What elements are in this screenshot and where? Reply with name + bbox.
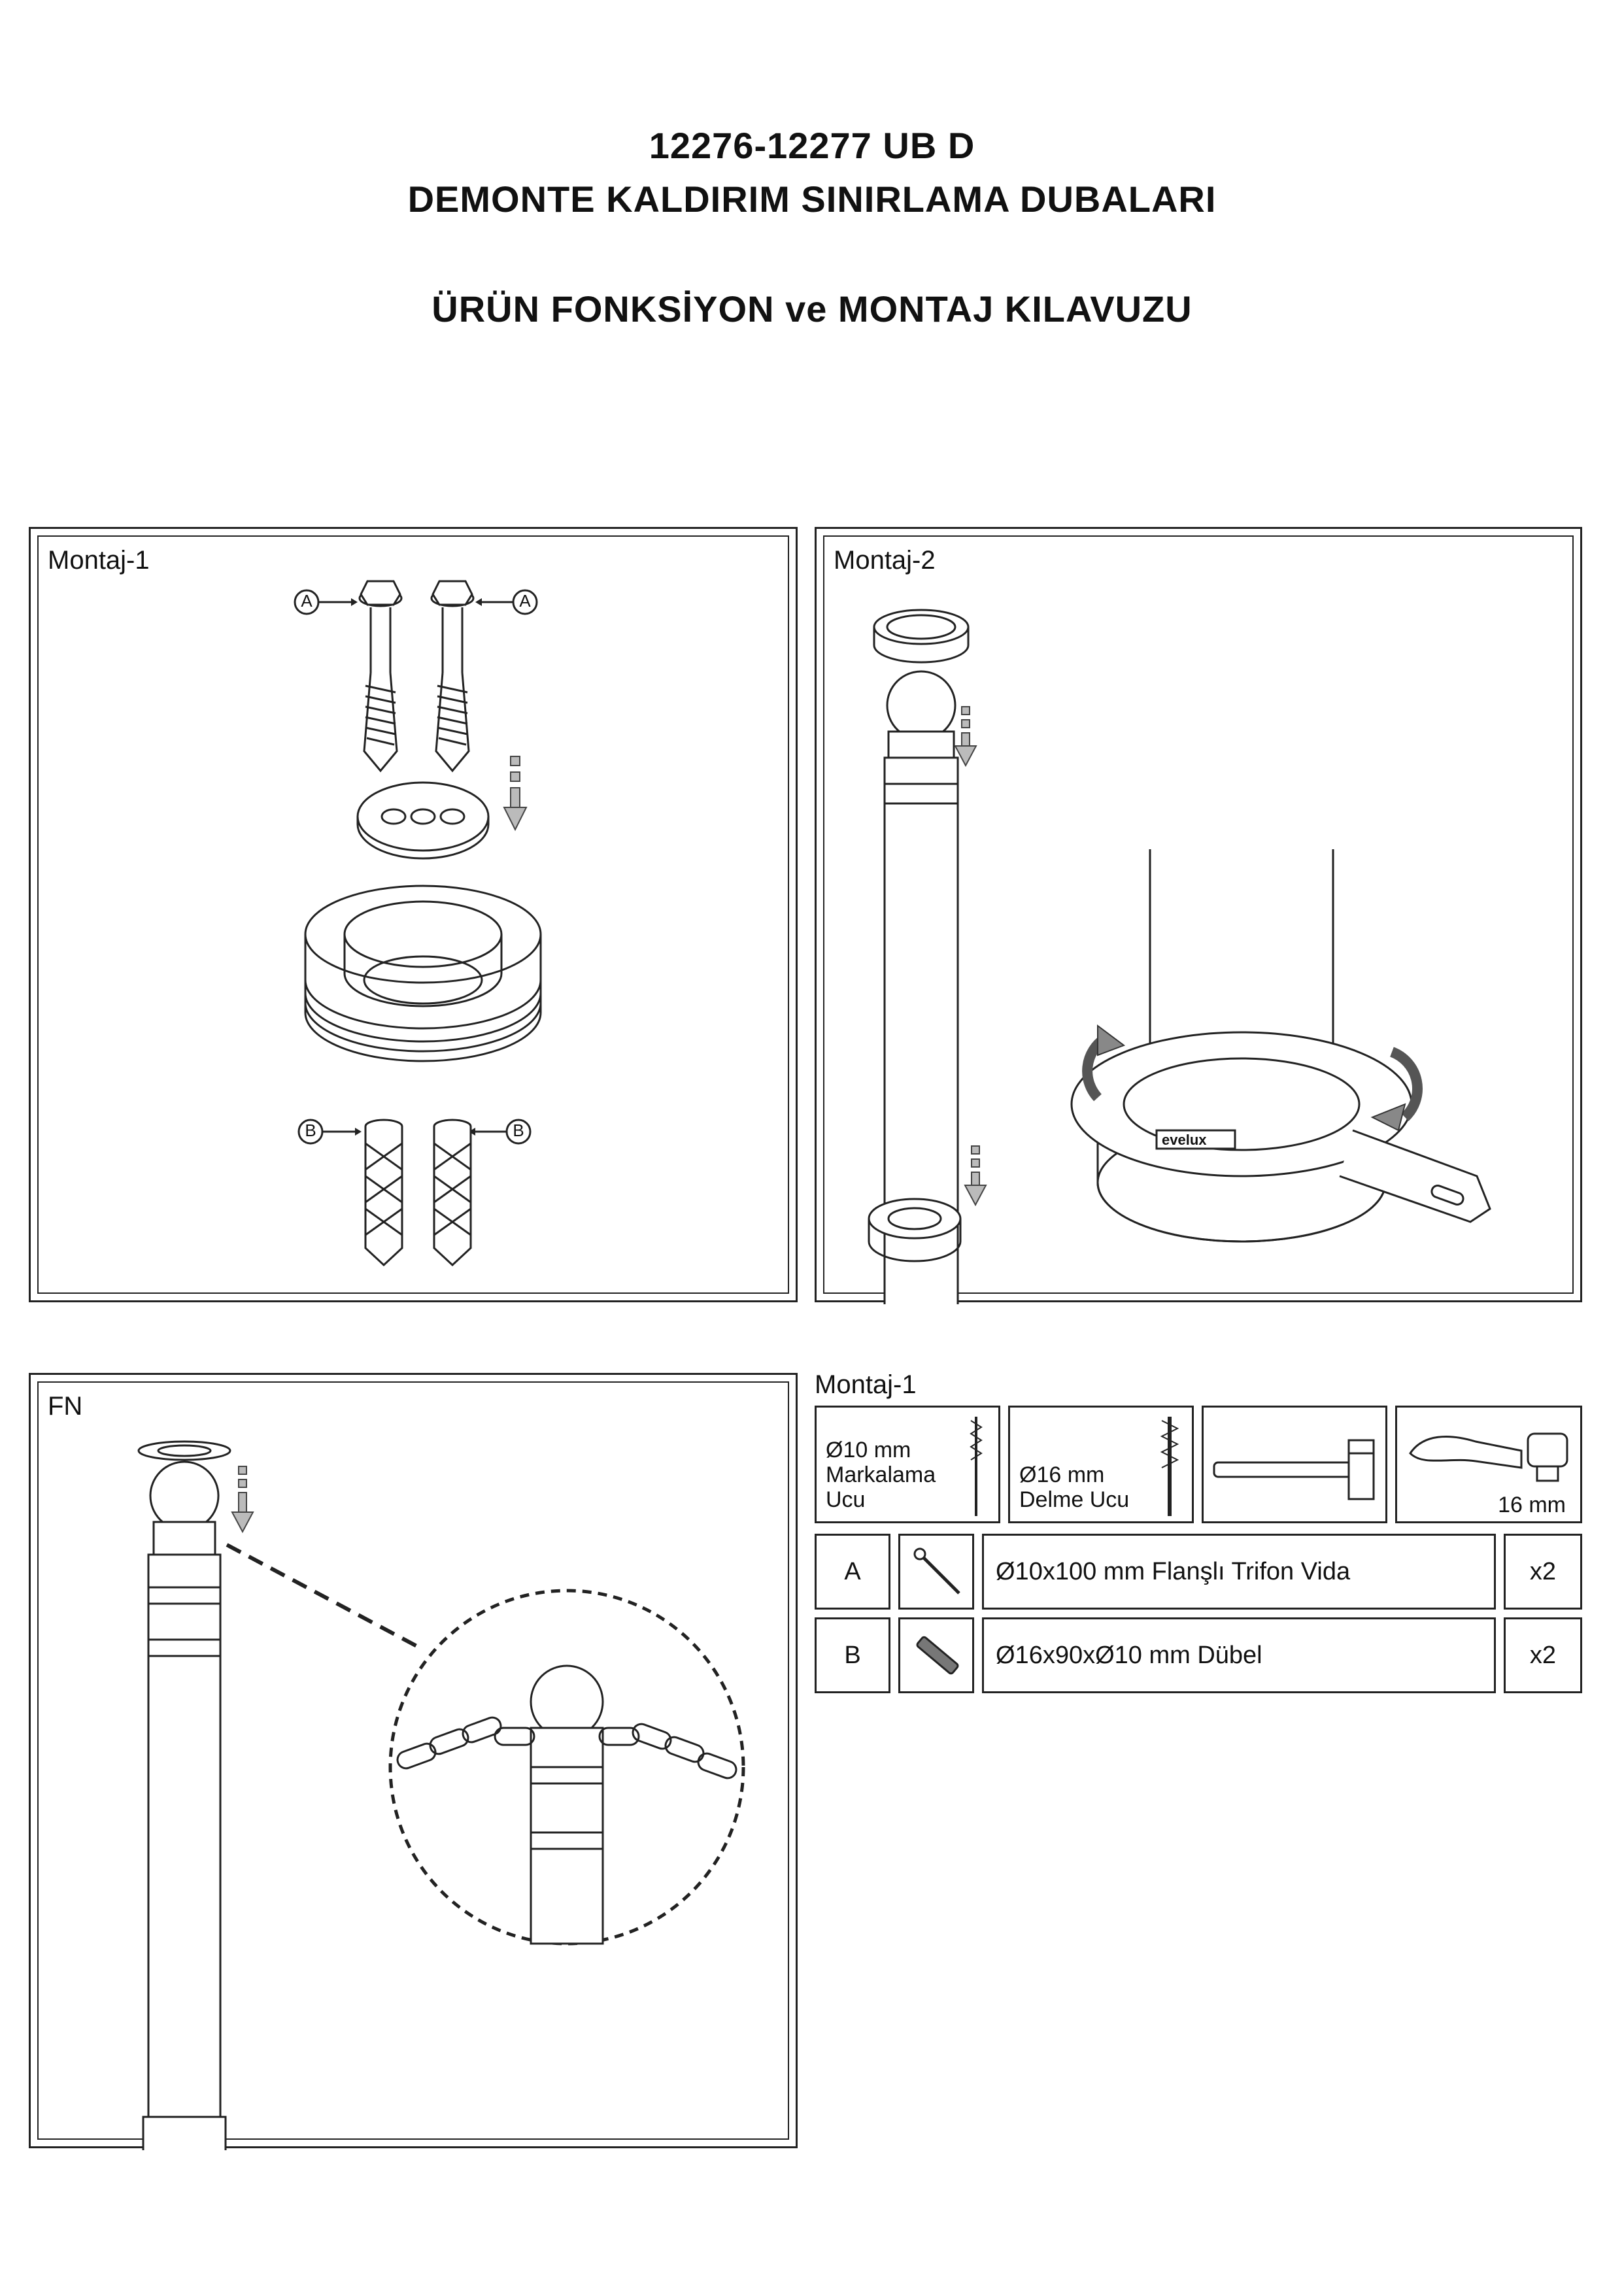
bollard-base: [304, 885, 542, 1062]
bollard-with-chain-ring: [137, 1440, 231, 2150]
callout-a-right-text: A: [519, 591, 531, 611]
panel-fn: FN: [29, 1373, 798, 2150]
drill-bit-icon: [970, 1417, 983, 1516]
down-arrow-icon: [954, 706, 977, 768]
top-ring: [873, 609, 970, 664]
panel-montaj-2: Montaj-2: [815, 527, 1582, 1304]
tool-drilling-bit: Ø16 mm Delme Ucu: [1008, 1406, 1194, 1523]
screw-left-icon: [358, 580, 403, 773]
flange-plate: [356, 781, 490, 860]
fn-illustration: [137, 1440, 745, 2150]
down-arrow-icon: [503, 756, 528, 832]
panel-montaj-1: Montaj-1: [29, 527, 798, 1302]
down-arrow-icon: [964, 1145, 987, 1207]
doc-title-code: 12276-12277 UB D: [649, 125, 975, 166]
detail-circle: [388, 1589, 745, 1946]
tool-hammer: [1202, 1406, 1387, 1523]
wrench-size-label: 16 mm: [1498, 1493, 1566, 1517]
callout-a-left-text: A: [301, 591, 313, 611]
part-a-quantity: x2: [1504, 1534, 1582, 1610]
down-arrow-icon: [231, 1466, 254, 1534]
tool-marking-bit-line3: Ucu: [826, 1487, 866, 1512]
part-b-description: Ø16x90xØ10 mm Dübel: [982, 1617, 1496, 1693]
tool-ratchet-wrench: 16 mm: [1395, 1406, 1582, 1523]
part-b-code: B: [815, 1617, 890, 1693]
tool-drilling-bit-line1: Ø16 mm: [1019, 1462, 1105, 1487]
tool-marking-bit-line1: Ø10 mm: [826, 1438, 911, 1462]
dowel-left-icon: [364, 1119, 403, 1267]
callout-b-right: [469, 1119, 532, 1145]
parts-section-title: Montaj-1: [815, 1370, 917, 1399]
callout-b-right-text: B: [513, 1121, 524, 1140]
panel-montaj-1-frame: [37, 535, 789, 1294]
part-a-icon-cell: [898, 1534, 974, 1610]
doc-title-guide: ÜRÜN FONKSİYON ve MONTAJ KILAVUZU: [431, 288, 1193, 329]
callout-b-left-text: B: [305, 1121, 316, 1140]
tool-marking-bit: Ø10 mm Markalama Ucu: [815, 1406, 1000, 1523]
part-a-code: A: [815, 1534, 890, 1610]
callout-a-left: [294, 589, 358, 615]
screw-icon: [913, 1547, 960, 1595]
chain-right: [598, 1723, 737, 1780]
callout-a-right: [475, 589, 538, 615]
dowel-icon: [916, 1636, 959, 1675]
dowel-right-icon: [433, 1119, 472, 1267]
chain-left: [396, 1716, 535, 1770]
part-b-icon-cell: [898, 1617, 974, 1693]
tool-marking-bit-line2: Markalama: [826, 1462, 936, 1487]
tool-drilling-bit-line2: Delme Ucu: [1019, 1487, 1130, 1512]
post-closeup: [1070, 849, 1491, 1243]
panel-montaj-1-label: Montaj-1: [48, 546, 150, 575]
doc-title-product: DEMONTE KALDIRIM SINIRLAMA DUBALARI: [407, 178, 1217, 220]
montaj-1-illustration: [294, 580, 542, 1267]
ratchet-wrench-icon: [1409, 1432, 1568, 1482]
part-b-quantity: x2: [1504, 1617, 1582, 1693]
panel-fn-label: FN: [48, 1392, 83, 1421]
hammer-icon: [1213, 1439, 1375, 1500]
montaj-2-illustration: [868, 609, 1491, 1304]
brand-logo: evelux: [1162, 1132, 1207, 1148]
part-a-description: Ø10x100 mm Flanşlı Trifon Vida: [982, 1534, 1496, 1610]
panel-fn-frame: [37, 1381, 789, 2140]
rotate-left-arrow-icon: [1082, 1024, 1126, 1102]
panel-montaj-2-frame: [823, 535, 1574, 1294]
bottom-cap: [868, 1198, 962, 1262]
rotate-right-arrow-icon: [1370, 1047, 1423, 1132]
panel-montaj-2-label: Montaj-2: [834, 546, 936, 575]
callout-b-left: [297, 1119, 362, 1145]
detail-leader-line: [226, 1543, 424, 1651]
screw-right-icon: [430, 580, 475, 773]
drill-bit-icon: [1160, 1417, 1179, 1516]
